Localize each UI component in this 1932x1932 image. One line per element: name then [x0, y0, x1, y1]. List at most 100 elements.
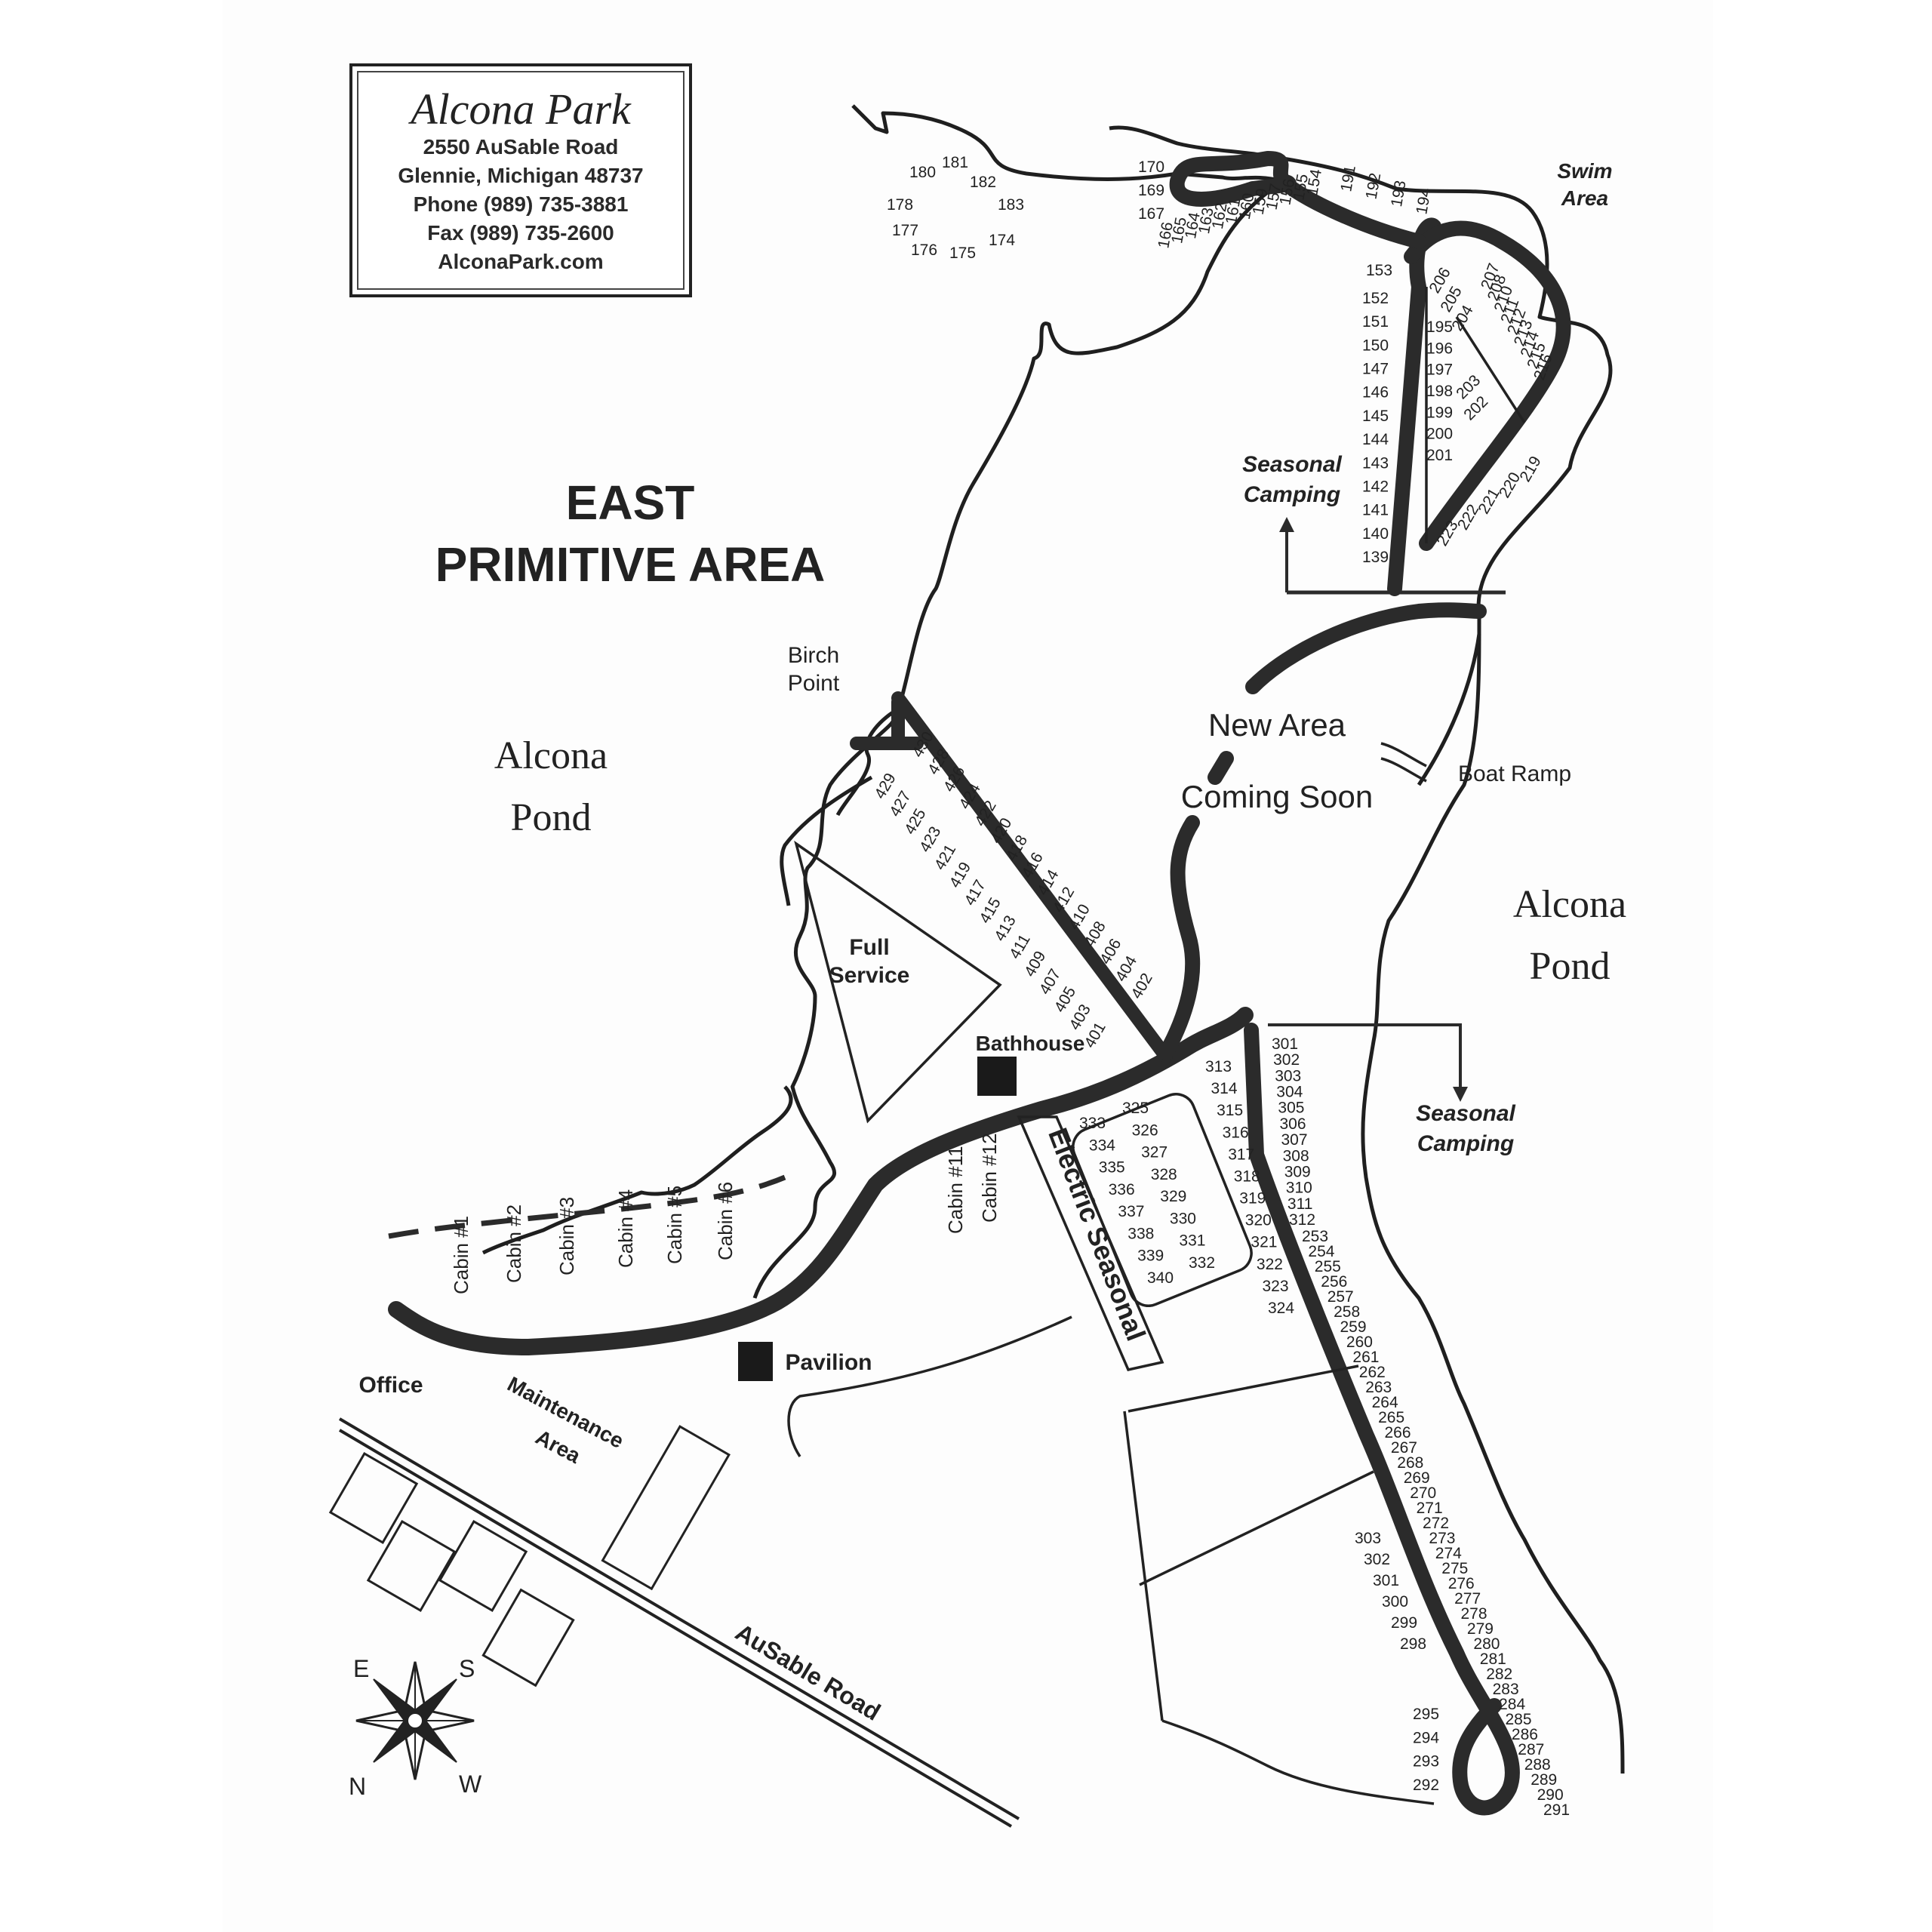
site-number: 340 [1147, 1269, 1174, 1287]
site-number: 255 [1315, 1258, 1341, 1275]
site-number: 329 [1160, 1188, 1186, 1205]
site-number: 286 [1512, 1726, 1538, 1743]
site-number: 333 [1079, 1115, 1106, 1132]
pond-west-line1: Alcona [494, 734, 608, 777]
site-number: 154 [1303, 168, 1325, 197]
main-road [388, 1007, 1254, 1355]
ausable-road [338, 1417, 1020, 1828]
site-number: 200 [1426, 426, 1453, 443]
site-number: 272 [1423, 1515, 1449, 1532]
site-number: 265 [1378, 1409, 1404, 1426]
site-number: 269 [1404, 1469, 1430, 1487]
site-number: 273 [1429, 1530, 1455, 1547]
north-loop [1404, 220, 1571, 551]
cabin-label: Cabin #11 [944, 1146, 967, 1234]
site-number: 334 [1089, 1137, 1115, 1154]
south-arrow-line [1268, 1023, 1462, 1094]
site-number: 302 [1273, 1051, 1300, 1069]
site-number: 281 [1480, 1651, 1506, 1668]
north-arrow-head [1279, 517, 1294, 532]
site-number: 145 [1362, 408, 1389, 425]
road-300-series [1244, 1023, 1520, 1816]
site-number: 295 [1413, 1706, 1439, 1723]
site-number: 150 [1362, 337, 1389, 354]
cabin-trail [388, 1174, 786, 1239]
site-number: 280 [1473, 1635, 1500, 1653]
site-number: 275 [1441, 1560, 1468, 1577]
ausable-road-label: AuSable Road [731, 1618, 884, 1726]
site-number: 310 [1286, 1180, 1312, 1197]
site-number: 317 [1228, 1146, 1254, 1163]
site-number: 260 [1346, 1334, 1373, 1351]
site-number: 253 [1302, 1228, 1328, 1245]
area-title-line1: EAST [566, 475, 695, 530]
site-number: 167 [1138, 205, 1164, 223]
site-number: 193 [1388, 179, 1410, 208]
site-number: 335 [1099, 1159, 1125, 1177]
site-number: 294 [1413, 1729, 1439, 1746]
site-number: 196 [1426, 340, 1453, 357]
birch-point-line1: Birch [788, 643, 839, 668]
pond-west-line2: Pond [511, 796, 592, 839]
pond-east-line1: Alcona [1513, 883, 1626, 926]
compass-e: E [353, 1655, 369, 1682]
full-service-line1: Full [849, 935, 889, 960]
site-number: 181 [942, 154, 968, 171]
cabin-label: Cabin #6 [714, 1182, 737, 1260]
lot-boundary-south [1161, 1719, 1435, 1805]
site-number: 328 [1151, 1166, 1177, 1183]
lot-divider-2 [1139, 1470, 1374, 1586]
site-number: 144 [1362, 431, 1389, 448]
lot-divider-1 [1128, 1364, 1359, 1413]
site-number: 289 [1531, 1771, 1557, 1789]
site-number: 261 [1352, 1349, 1379, 1366]
cabin-label: Cabin #5 [663, 1186, 686, 1264]
site-number: 256 [1321, 1273, 1347, 1291]
electric-seasonal-strip [1017, 1115, 1164, 1372]
site-number: 257 [1327, 1288, 1354, 1306]
park-city: Glennie, Michigan 48737 [398, 164, 644, 187]
site-number: 194 [1413, 186, 1435, 216]
site-number: 140 [1362, 525, 1389, 543]
site-number: 312 [1289, 1211, 1315, 1229]
boat-ramp-mark [1380, 742, 1427, 783]
maintenance-buildings [328, 1425, 731, 1687]
site-number: 191 [1337, 164, 1359, 193]
pavilion-building [738, 1342, 773, 1381]
park-address: 2550 AuSable Road [423, 135, 619, 158]
site-number: 304 [1276, 1084, 1303, 1101]
swim-area-line2: Area [1561, 186, 1608, 210]
new-area-road [1158, 815, 1201, 1060]
lot-line-road [787, 1315, 1072, 1457]
site-number: 169 [1138, 182, 1164, 199]
site-number: 306 [1280, 1115, 1306, 1133]
site-number: 263 [1365, 1379, 1392, 1396]
site-number: 318 [1234, 1168, 1260, 1186]
birch-point-line2: Point [788, 671, 840, 696]
site-number: 290 [1537, 1786, 1564, 1804]
road-400-series [891, 691, 1173, 1063]
site-number: 288 [1524, 1756, 1551, 1774]
site-number: 332 [1189, 1254, 1215, 1272]
site-number: 278 [1461, 1605, 1487, 1623]
site-number: 339 [1137, 1247, 1164, 1265]
north-inner-diag [1455, 316, 1526, 423]
site-number: 270 [1410, 1484, 1436, 1502]
site-number: 338 [1128, 1225, 1154, 1242]
pond-east-line2: Pond [1530, 945, 1611, 988]
site-number: 266 [1385, 1424, 1411, 1441]
site-number: 282 [1486, 1666, 1512, 1683]
shoreline-south [481, 1085, 793, 1255]
site-number: 287 [1518, 1741, 1544, 1758]
south-arrow-head [1453, 1087, 1468, 1102]
lot-boundary-west [1123, 1411, 1164, 1721]
site-number: 307 [1281, 1131, 1308, 1149]
swim-area-line1: Swim [1557, 159, 1612, 183]
site-number: 313 [1205, 1058, 1232, 1075]
park-info-box: Alcona Park 2550 AuSable Road Glennie, M… [349, 63, 692, 297]
seasonal-north-line1: Seasonal [1242, 452, 1342, 477]
park-fax: Fax (989) 735-2600 [427, 221, 614, 245]
